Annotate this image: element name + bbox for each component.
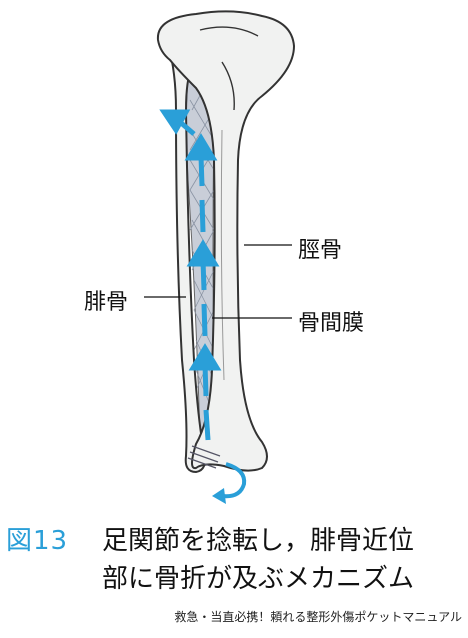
rotation-arrow xyxy=(212,462,247,504)
force-arrows xyxy=(159,109,222,441)
tibia-label: 脛骨 xyxy=(298,238,343,263)
force-arrowhead xyxy=(188,343,222,371)
force-arrow-shaft xyxy=(201,303,208,337)
caption-line-2: 部に骨折が及ぶメカニズム xyxy=(102,564,415,594)
tibia-shaft-line xyxy=(220,129,225,381)
force-arrow-shaft xyxy=(198,155,205,187)
figure-number: 図13 xyxy=(6,526,69,556)
force-arrowhead xyxy=(184,133,218,161)
force-arrowhead xyxy=(186,239,220,267)
force-arrowhead xyxy=(159,109,191,135)
force-arrow-shaft xyxy=(203,409,211,441)
distal-ligament xyxy=(187,445,221,469)
caption-line-1: 足関節を捻転し，腓骨近位 xyxy=(102,526,415,556)
force-arrow-shaft xyxy=(199,199,206,233)
interosseous-membrane-label: 骨間膜 xyxy=(298,311,365,336)
tibia-condyle-line xyxy=(199,26,259,111)
leg-bones-illustration xyxy=(144,10,296,504)
source-credit: 救急・当直必携！頼れる整形外傷ポケットマニュアル xyxy=(174,610,462,624)
figure: 脛骨 腓骨 骨間膜 xyxy=(84,10,365,504)
fibula-label: 腓骨 xyxy=(84,290,129,315)
force-arrow-shaft xyxy=(178,120,196,136)
